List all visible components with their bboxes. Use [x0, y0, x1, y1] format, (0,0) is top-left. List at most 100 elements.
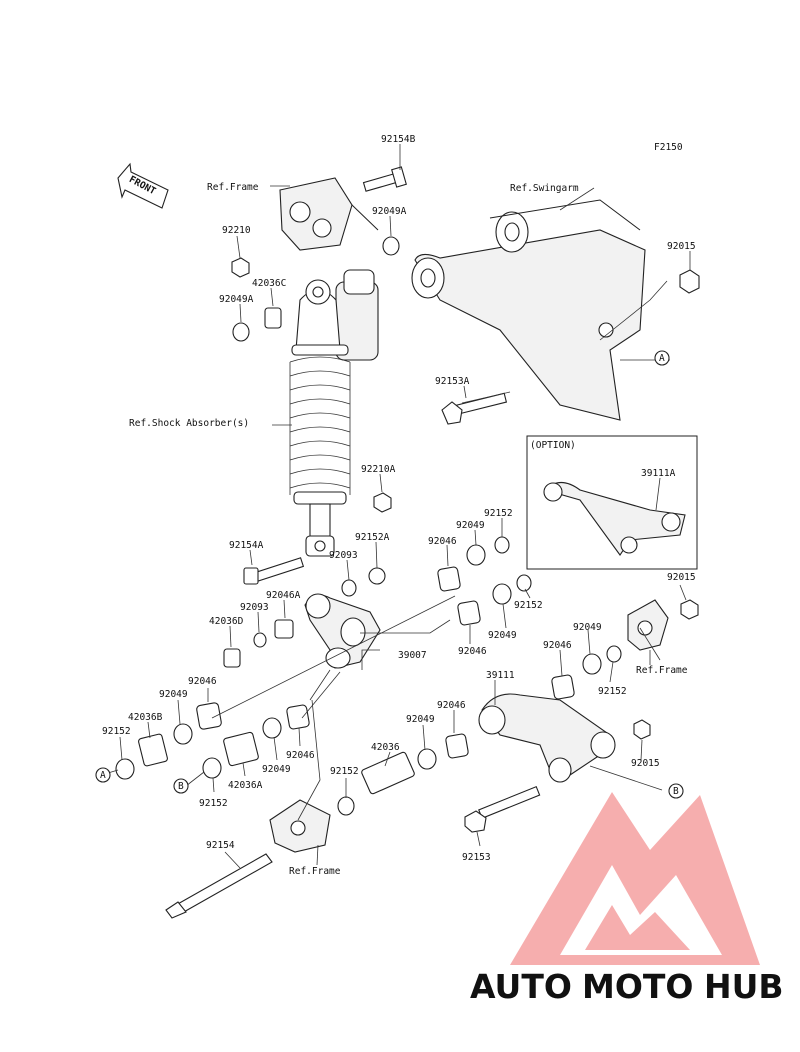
washer-92093-b: [253, 632, 267, 648]
bearing-92046-d: [196, 702, 222, 730]
label-92049-b: 92049: [488, 630, 517, 641]
collar-42036: [361, 751, 415, 795]
ref-shock-absorber: Ref.Shock Absorber(s): [129, 418, 249, 429]
label-92152-f: 92152: [330, 766, 359, 777]
automotohub-logo: [510, 792, 760, 965]
label-42036D: 42036D: [209, 616, 244, 627]
bearing-92046A: [274, 619, 294, 639]
label-42036C: 42036C: [252, 278, 286, 289]
seal-92049-a: [466, 544, 486, 566]
label-92152-b: 92152: [514, 600, 543, 611]
label-92152-a: 92152: [484, 508, 513, 519]
ref-frame-right: Ref.Frame: [636, 665, 688, 676]
bearing-92046-c: [551, 674, 575, 700]
label-42036A: 42036A: [228, 780, 263, 791]
svg-text:HUB: HUB: [704, 967, 784, 1006]
option-box: [526, 435, 698, 570]
nut-92210: [231, 257, 250, 278]
ref-swingarm: Ref.Swingarm: [510, 183, 579, 194]
svg-text:A: A: [659, 353, 665, 364]
label-92046-f: 92046: [437, 700, 466, 711]
option-label: (OPTION): [530, 440, 576, 451]
label-92046-c: 92046: [543, 640, 572, 651]
washer-92152-c: [606, 645, 622, 663]
label-92153A: 92153A: [435, 376, 470, 387]
label-92015-top: 92015: [667, 241, 696, 252]
label-92046A: 92046A: [266, 590, 301, 601]
label-92049-d: 92049: [159, 689, 188, 700]
rocker-arm-39007: [304, 593, 381, 669]
seal-92049-f: [417, 748, 437, 770]
front-direction-arrow: FRONT: [117, 162, 169, 209]
frame-bracket-right: [627, 599, 669, 651]
ref-frame-top: Ref.Frame: [207, 182, 259, 193]
callout-b-right: B: [668, 783, 684, 799]
callout-a-right: A: [654, 350, 670, 366]
collar-42036A: [223, 731, 259, 767]
svg-text:MOTO: MOTO: [582, 967, 693, 1006]
seal-92049-c: [582, 653, 602, 675]
collar-42036D: [223, 648, 241, 668]
washer-92152-f: [337, 796, 355, 816]
nut-92210A: [373, 492, 392, 513]
washer-92152-e: [202, 757, 222, 779]
label-92049A-top: 92049A: [372, 206, 407, 217]
bolt-92153A: [441, 392, 508, 425]
label-92049-c: 92049: [573, 622, 602, 633]
label-92154B: 92154B: [381, 134, 416, 145]
label-39007: 39007: [398, 650, 427, 661]
shaft-92154: [165, 853, 273, 919]
label-92093-b: 92093: [240, 602, 269, 613]
label-39111: 39111: [486, 670, 515, 681]
label-92049-f: 92049: [406, 714, 435, 725]
label-92152-d: 92152: [102, 726, 131, 737]
bearing-92046-f: [445, 733, 469, 759]
washer-92152-a: [494, 536, 510, 554]
label-92015-bottom: 92015: [631, 758, 660, 769]
washer-92152-b: [516, 574, 532, 592]
label-92210A: 92210A: [361, 464, 396, 475]
collar-42036B: [138, 733, 168, 767]
label-92153: 92153: [462, 852, 491, 863]
swingarm-drawing: [411, 199, 646, 421]
label-92046-e: 92046: [286, 750, 315, 761]
bearing-92046-e: [286, 704, 310, 730]
watermark-text: AUTO MOTO HUB: [470, 967, 784, 1006]
callout-a-left: A: [95, 767, 111, 783]
washer-92152A: [368, 567, 386, 585]
seal-92049-b: [492, 583, 512, 605]
bolt-92153: [464, 785, 541, 833]
svg-text:B: B: [178, 781, 184, 792]
bolt-92154A: [243, 557, 305, 585]
label-92210: 92210: [222, 225, 251, 236]
ref-frame-bottom: Ref.Frame: [289, 866, 341, 877]
washer-92049A-left: [232, 322, 250, 342]
label-92093-a: 92093: [329, 550, 358, 561]
nut-92015-top: [679, 269, 700, 294]
frame-bracket-bottom: [269, 799, 331, 853]
nut-92015-bottom: [633, 719, 651, 740]
tie-rod-39111: [478, 693, 616, 783]
label-92154: 92154: [206, 840, 235, 851]
shock-absorber-drawing: [289, 269, 379, 557]
nut-92015-right: [680, 599, 699, 620]
label-92046-d: 92046: [188, 676, 217, 687]
label-92152-c: 92152: [598, 686, 627, 697]
label-92015-right: 92015: [667, 572, 696, 583]
washer-92093-a: [341, 579, 357, 597]
washer-92152-d: [115, 758, 135, 780]
seal-92049-e: [262, 717, 282, 739]
label-42036B: 42036B: [128, 712, 163, 723]
seal-92049-d: [173, 723, 193, 745]
svg-text:A: A: [100, 770, 106, 781]
callout-b-left: B: [173, 778, 189, 794]
bearing-92046-b: [457, 600, 481, 626]
label-92049-e: 92049: [262, 764, 291, 775]
bolt-92154B: [362, 166, 407, 192]
diagram-id: F2150: [654, 142, 683, 153]
label-42036: 42036: [371, 742, 400, 753]
label-92046-a: 92046: [428, 536, 457, 547]
svg-text:B: B: [673, 786, 679, 797]
